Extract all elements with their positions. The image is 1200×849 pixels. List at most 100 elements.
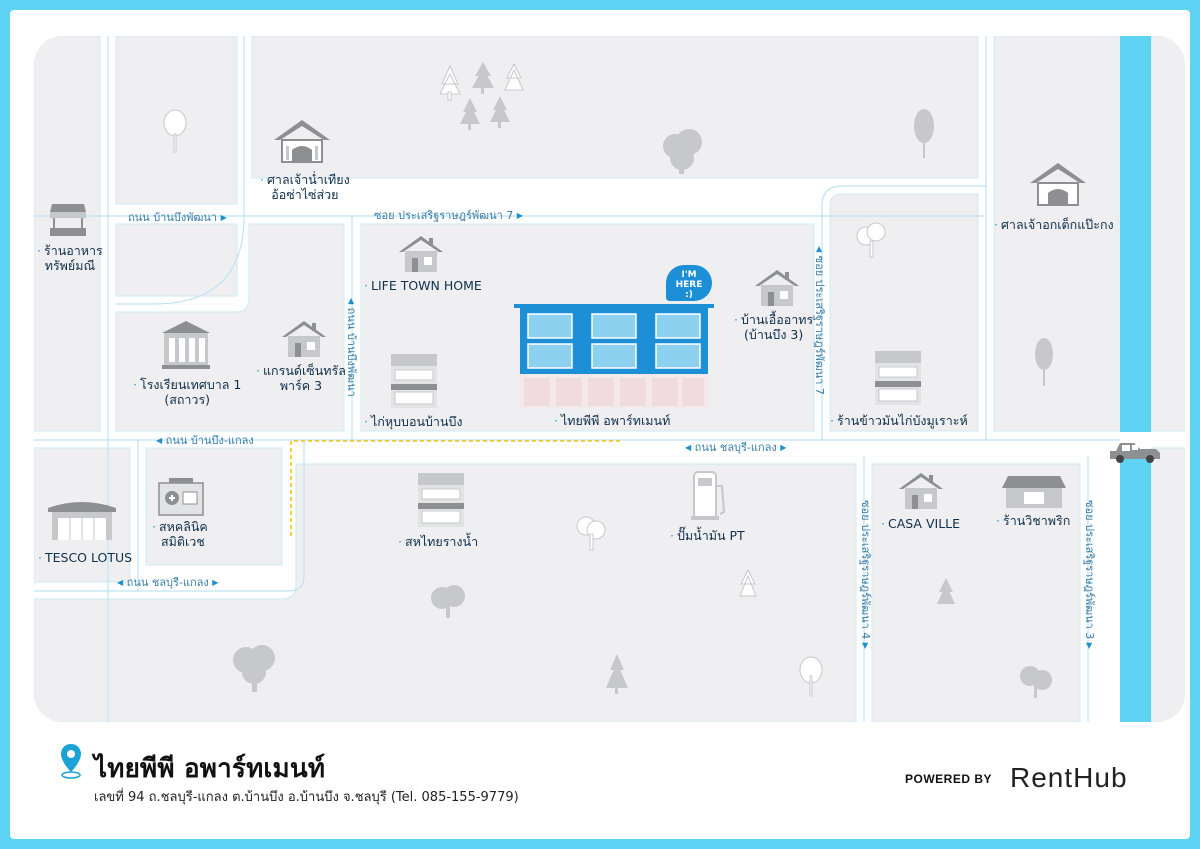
place-label-grand-central[interactable]: ·แกรนด์เซ็นทรัล พาร์ค 3	[256, 363, 346, 393]
arrow-left-icon: ◀	[156, 436, 163, 445]
road-label-ban-bueng-pattana-vertical: ◀ ถนน บ้านบึงพัฒนา	[345, 298, 358, 397]
footer-title: ไทยพีพี อพาร์ทเมนท์	[94, 754, 326, 784]
powered-by-text: POWERED BY	[905, 772, 993, 786]
shophouse-icon	[391, 354, 437, 408]
round-tree-icon	[856, 222, 886, 258]
place-label-witcha[interactable]: ·ร้านวิชาพริก	[996, 513, 1071, 528]
place-label-pt[interactable]: ·ปั๊มน้ำมัน PT	[670, 528, 745, 543]
road-label-text: ถนน บ้านบึง-แกลง	[165, 434, 254, 447]
place-label-life-town[interactable]: ·LIFE TOWN HOME	[364, 278, 482, 293]
road-label-text: ซอย ประเสริฐราษฎร์พัฒนา 4	[859, 500, 872, 640]
shrine-icon	[1030, 163, 1086, 206]
place-label-text: ร้านข้าวมันไก่บังมูเราะห์	[836, 413, 968, 428]
footer-address: เลขที่ 94 ถ.ชลบุรี-แกลง ต.บ้านบึง อ.บ้าน…	[94, 790, 519, 805]
map-card: I'M HERE :) ·ศาลเจ้าน่ำเทียง อ้อซ่าไซ่ส่…	[10, 10, 1190, 839]
place-label-ban-ua[interactable]: ·บ้านเอื้ออาทร (บ้านบึง 3)	[734, 312, 814, 342]
place-label-shrine-top[interactable]: ·ศาลเจ้าน่ำเทียง อ้อซ่าไซ่ส่วย	[260, 172, 350, 202]
place-label-tesco[interactable]: ·TESCO LOTUS	[38, 550, 133, 565]
pine-tree-icon	[504, 62, 524, 91]
pine-tree-icon	[460, 98, 480, 130]
arrow-left-icon: ◀	[815, 246, 824, 253]
arrow-right-icon: ▶	[516, 211, 523, 220]
place-label-text: ไก่หุบบอนบ้านบึง	[370, 414, 463, 429]
place-label-chicken[interactable]: ·ไก่หุบบอนบ้านบึง	[364, 414, 463, 429]
pine-tree-icon	[606, 654, 628, 694]
road-label-chonburi-klaeng-main: ◀ ถนน ชลบุรี-แกลง ▶	[685, 441, 786, 454]
arrow-right-icon: ▶	[212, 578, 219, 587]
bubble-line: HERE	[675, 280, 703, 290]
place-label-restaurant[interactable]: ·ร้านอาหาร ทรัพย์มณี	[37, 243, 103, 273]
place-label-sahathai[interactable]: ·สหไทยรางน้ำ	[398, 534, 479, 549]
road-label-text: ซอย ประเสริฐราษฎร์พัฒนา 3	[1083, 500, 1096, 640]
place-label-school[interactable]: ·โรงเรียนเทศบาล 1 (สถาวร)	[133, 377, 242, 407]
place-label-text: LIFE TOWN HOME	[370, 278, 482, 293]
arrow-left-icon: ◀	[347, 298, 356, 305]
place-label-text: ร้านวิชาพริก	[1002, 513, 1071, 528]
clinic-icon	[158, 478, 204, 516]
place-label-text: ปั๊มน้ำมัน PT	[676, 528, 745, 543]
place-label-main[interactable]: ·ไทยพีพี อพาร์ทเมนท์	[554, 413, 671, 428]
place-label-text: (สถาวร)	[164, 392, 211, 407]
renthub-logo[interactable]: RentHub	[1010, 762, 1128, 793]
route-path	[290, 440, 622, 536]
arrow-right-icon: ▶	[220, 213, 227, 222]
road-label-text: ซอย ประเสริฐราษฎร์พัฒนา 7	[374, 209, 514, 222]
place-label-text: อ้อซ่าไซ่ส่วย	[271, 187, 339, 202]
shophouse-icon	[418, 473, 464, 527]
round-tree-icon	[663, 129, 702, 174]
pine-tree-icon	[439, 64, 461, 101]
apartment-icon	[514, 304, 714, 408]
road-label-text: ถนน บ้านบึงพัฒนา	[128, 211, 218, 224]
road-label-ban-bueng-pattana: ถนน บ้านบึงพัฒนา ▶	[128, 211, 227, 224]
round-tree-icon	[233, 645, 275, 692]
house-icon	[399, 236, 443, 272]
food-stall-icon	[50, 204, 86, 236]
place-label-clinic[interactable]: ·สหคลินิค สมิติเวช	[152, 519, 208, 549]
road-label-chonburi-klaeng-left: ◀ ถนน ชลบุรี-แกลง ▶	[117, 576, 218, 589]
pine-tree-icon	[472, 62, 494, 94]
car-icon	[1110, 443, 1160, 463]
river	[1120, 36, 1151, 722]
pine-tree-icon	[490, 96, 510, 128]
shop-icon	[1002, 476, 1066, 508]
bubble-line: :)	[685, 290, 693, 300]
arrow-left-icon: ◀	[685, 443, 692, 452]
place-label-text: TESCO LOTUS	[44, 550, 133, 565]
place-label-text: บ้านเอื้ออาทร	[740, 312, 814, 327]
shrine-icon	[274, 120, 330, 163]
place-label-text: ทรัพย์มณี	[44, 258, 96, 273]
map-canvas	[34, 36, 1185, 722]
place-label-text: (บ้านบึง 3)	[744, 327, 804, 342]
arrow-left-icon: ◀	[117, 578, 124, 587]
leaf-tree-icon	[1035, 338, 1053, 386]
place-label-shrine-right[interactable]: ·ศาลเจ้าอกเต็กแป๊ะกง	[994, 217, 1114, 232]
place-label-casa[interactable]: ·CASA VILLE	[881, 516, 961, 531]
place-label-text: แกรนด์เซ็นทรัล	[262, 363, 346, 378]
road-label-text: ถนน ชลบุรี-แกลง	[694, 441, 777, 454]
road-label-soi-3: ซอย ประเสริฐราษฎร์พัฒนา 3 ▶	[1083, 500, 1096, 649]
road-label-text: ถนน ชลบุรี-แกลง	[126, 576, 209, 589]
round-tree-icon	[576, 516, 606, 551]
round-tree-icon	[431, 585, 465, 618]
trees	[163, 62, 1053, 698]
im-here-bubble: I'M HERE :)	[666, 265, 712, 301]
pine-tree-icon	[937, 578, 955, 604]
arrow-right-icon: ▶	[780, 443, 787, 452]
location-pin-icon	[61, 744, 81, 779]
bubble-line: I'M	[681, 270, 697, 280]
place-label-chicken-rice[interactable]: ·ร้านข้าวมันไก่บังมูเราะห์	[830, 413, 968, 428]
arrow-right-icon: ▶	[861, 642, 870, 649]
round-tree-icon	[163, 109, 187, 153]
house-icon	[282, 321, 326, 357]
house-icon	[899, 473, 943, 509]
map-area: I'M HERE :) ·ศาลเจ้าน่ำเทียง อ้อซ่าไซ่ส่…	[34, 36, 1185, 722]
round-tree-icon	[1020, 666, 1052, 698]
place-label-text: โรงเรียนเทศบาล 1	[139, 377, 242, 392]
shophouse-icon	[875, 351, 921, 405]
leaf-tree-icon	[914, 109, 934, 158]
place-label-text: สมิติเวช	[161, 534, 205, 549]
place-label-text: สหคลินิค	[158, 519, 208, 534]
road-label-ban-bueng-klaeng: ◀ ถนน บ้านบึง-แกลง	[156, 434, 254, 447]
road-label-soi-7-top: ซอย ประเสริฐราษฎร์พัฒนา 7 ▶	[374, 209, 523, 222]
round-tree-icon	[799, 656, 823, 697]
